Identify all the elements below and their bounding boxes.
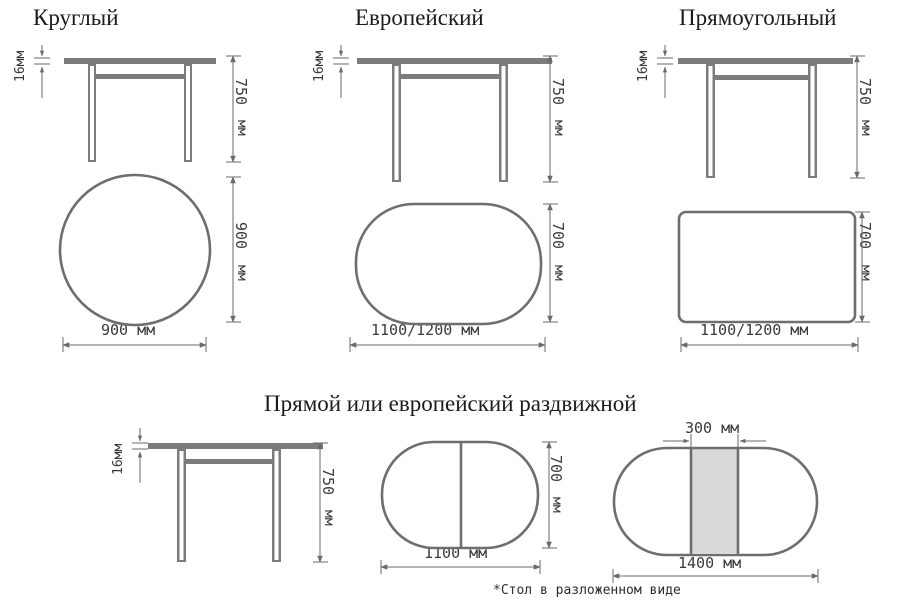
closed-height-dimension [542, 441, 557, 549]
section-title-rectangular: Прямоугольный [679, 5, 837, 30]
side-view-round [64, 58, 216, 162]
side-view-european [357, 58, 552, 182]
height-dimension-european [543, 55, 558, 183]
stadium-width-dimension [349, 337, 546, 352]
thickness-dimension-round [34, 45, 50, 98]
circle-height-dimension [226, 176, 241, 323]
top-view-closed-stadium [380, 440, 540, 550]
extended-width-label: 1400 мм [678, 554, 742, 572]
top-view-extended-stadium [612, 446, 819, 557]
top-view-round-circle [58, 173, 212, 327]
height-dimension-extendable [313, 442, 328, 563]
rect-width-dimension [680, 337, 859, 352]
insert-width-label: 300 мм [685, 419, 740, 437]
circle-width-dimension [62, 337, 207, 352]
stadium-height-dimension [543, 203, 558, 323]
section-title-european: Европейский [355, 5, 484, 30]
extended-width-dimension [612, 569, 819, 583]
thickness-dimension-extendable [132, 428, 148, 483]
top-view-european-stadium [354, 202, 543, 326]
rect-height-dimension [855, 211, 870, 323]
top-view-rectangle [677, 210, 857, 324]
circle-width-label: 900 мм [101, 321, 156, 339]
closed-width-dimension [380, 560, 541, 574]
section-title-extendable: Прямой или европейский раздвижной [264, 391, 637, 416]
side-view-rectangular [678, 58, 853, 178]
thickness-dimension-rectangular [657, 45, 673, 98]
height-dimension-rectangular [850, 55, 865, 179]
thickness-dimension-european [333, 45, 349, 98]
insert-width-dimension [663, 434, 766, 448]
side-view-extendable [148, 443, 323, 562]
footnote-text: *Стол в разложенном виде [493, 583, 681, 598]
section-title-round: Круглый [33, 5, 119, 30]
height-dimension-round [226, 55, 241, 163]
rect-width-label: 1100/1200 мм [700, 321, 809, 339]
stadium-width-label: 1100/1200 мм [371, 321, 480, 339]
